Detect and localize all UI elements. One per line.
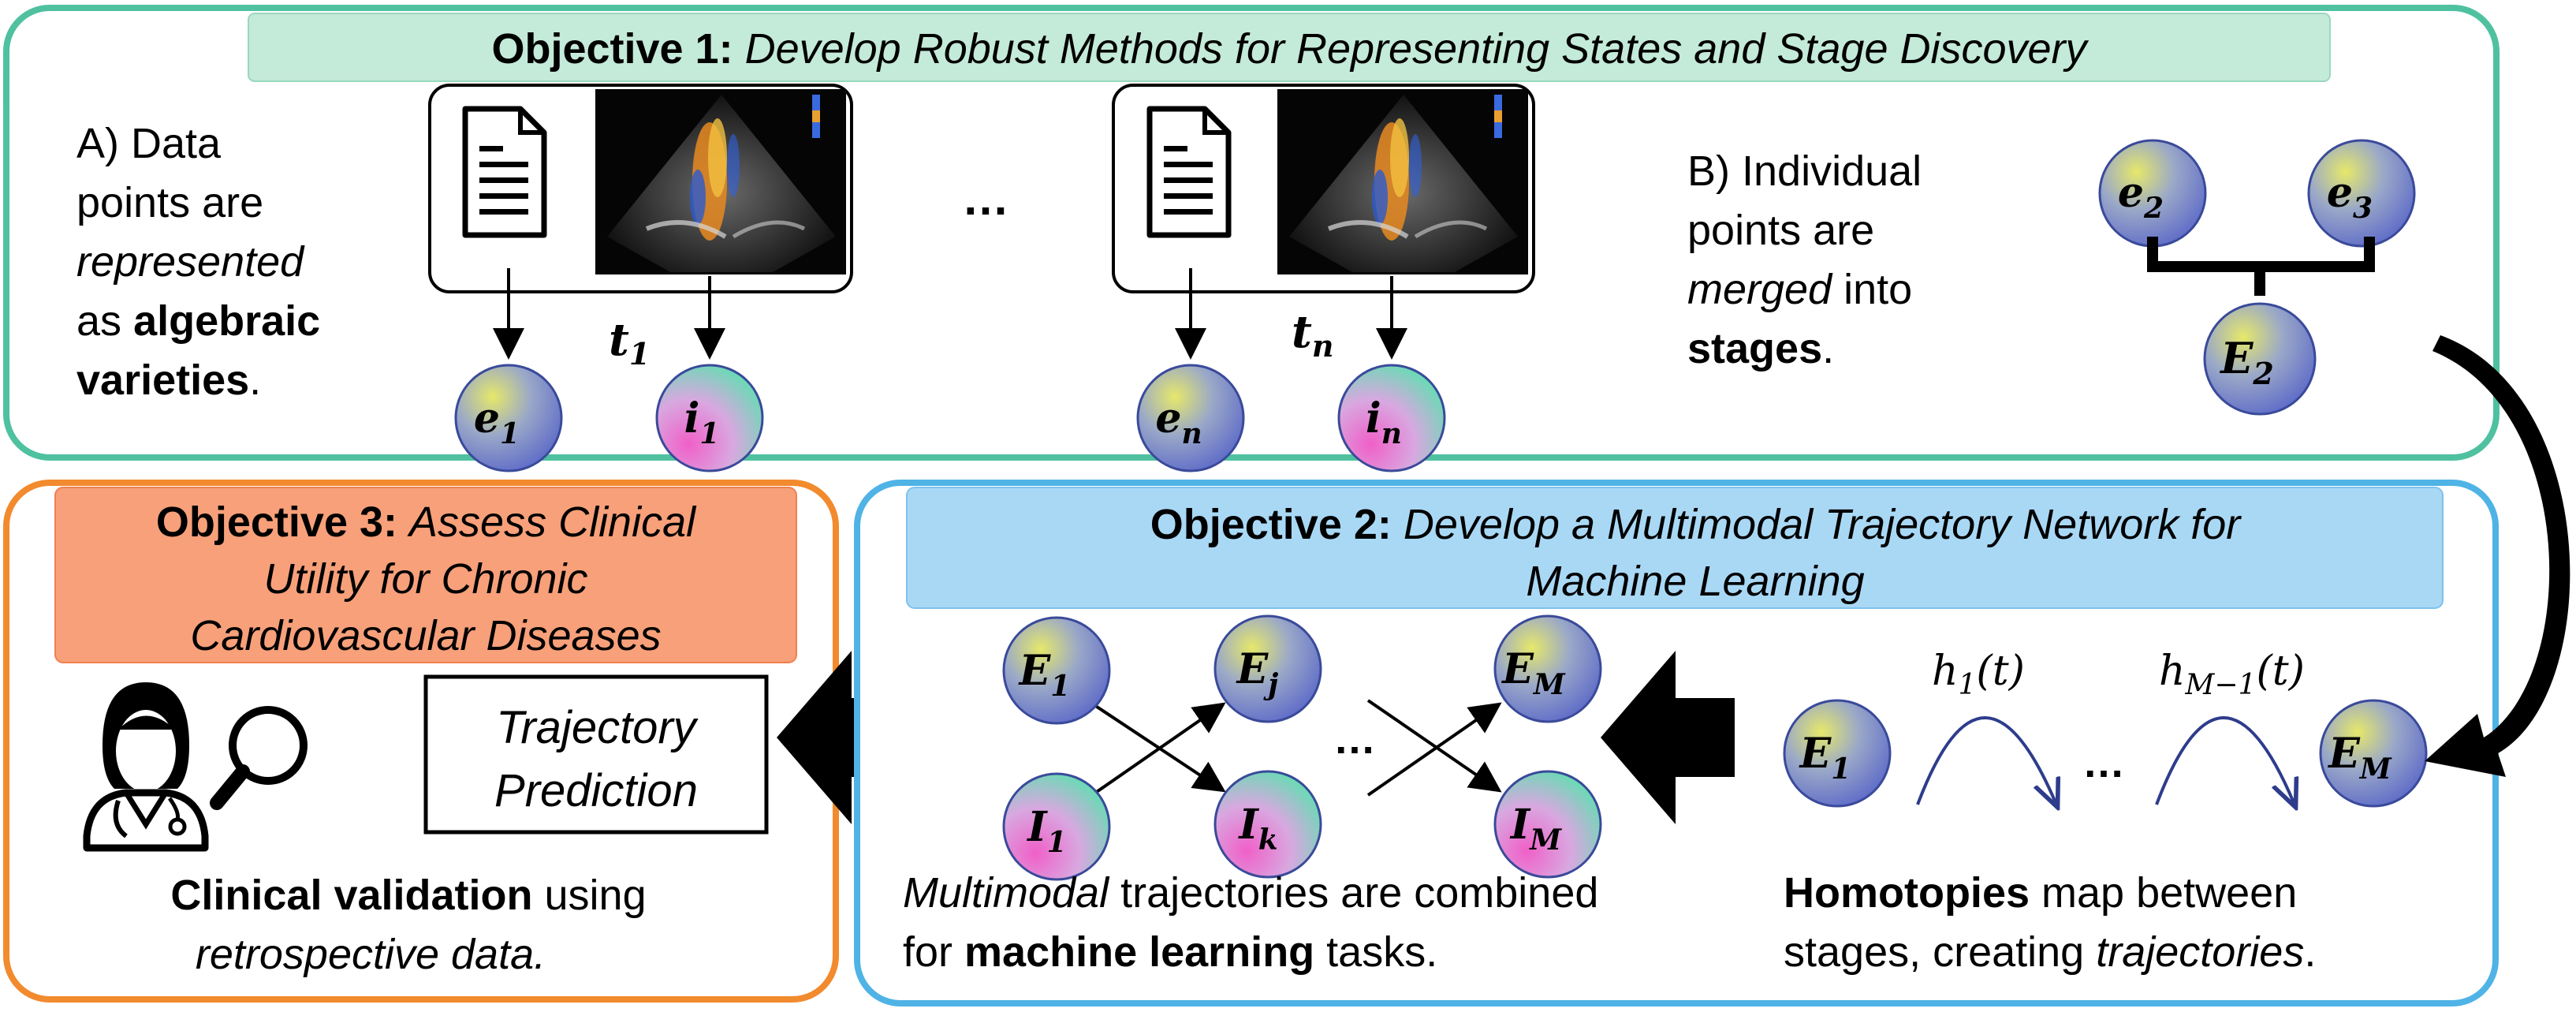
- objective1-text-a: A) Data points are represented as algebr…: [76, 120, 320, 404]
- objective2-caption-right-line1: Homotopies map between: [1784, 869, 2297, 917]
- node-en: en: [1136, 364, 1245, 472]
- objective2-caption-right-line2: stages, creating trajectories.: [1784, 928, 2316, 976]
- trajectory-prediction-box: Trajectory Prediction: [423, 674, 769, 835]
- edge-I1-Ej: [1090, 702, 1226, 797]
- node-in: in: [1337, 364, 1446, 472]
- ellipsis-network: …: [1333, 715, 1376, 763]
- arrow-homotopy-to-network: [1601, 651, 1735, 824]
- objective3-panel: Objective 3: Assess Clinical Utility for…: [3, 480, 839, 1003]
- svg-text:e2: e2: [2118, 169, 2164, 225]
- objective1-title: Objective 1: Develop Robust Methods for …: [491, 25, 2089, 73]
- merge-bracket: [2147, 237, 2375, 296]
- ellipsis-homotopy: …: [2082, 739, 2125, 786]
- document-icon: [462, 106, 547, 238]
- homotopy-curve-1: [1916, 716, 2056, 805]
- objective2-caption-left-line1: Multimodal trajectories are combined: [903, 869, 1598, 917]
- homotopy-curve-2: [2155, 716, 2295, 805]
- svg-text:EM: EM: [2327, 730, 2392, 786]
- svg-text:in: in: [1366, 394, 1402, 450]
- svg-text:points are: points are: [76, 179, 263, 226]
- objective3-caption-line2: retrospective data.: [196, 931, 546, 978]
- doctor-icon: [83, 682, 209, 852]
- objective2-title-line1: Objective 2: Develop a Multimodal Trajec…: [1150, 501, 2242, 548]
- svg-text:I1: I1: [1026, 803, 1066, 859]
- edge-E1-Ik: [1090, 702, 1226, 793]
- svg-text:E1: E1: [1799, 730, 1851, 786]
- ultrasound-image: [1277, 89, 1528, 274]
- svg-text:points are: points are: [1687, 207, 1874, 254]
- node-net-Ej: Ej: [1213, 614, 1322, 723]
- objective1-text-b: B) Individual points are merged into sta…: [1687, 148, 1922, 372]
- svg-text:merged into: merged into: [1687, 266, 1912, 313]
- objective3-title-line2: Utility for Chronic: [263, 555, 587, 603]
- svg-text:varieties.: varieties.: [76, 357, 261, 404]
- objective3-caption-line1: Clinical validation using: [170, 872, 646, 919]
- edge-to-EM: [1366, 702, 1502, 797]
- svg-text:i1: i1: [684, 394, 720, 450]
- time-label-tn: tn: [1292, 306, 1334, 364]
- objective2-panel: Objective 2: Develop a Multimodal Trajec…: [854, 480, 2499, 1006]
- svg-text:Ik: Ik: [1237, 801, 1277, 857]
- svg-text:Ej: Ej: [1236, 645, 1279, 701]
- svg-text:A) Data: A) Data: [76, 120, 222, 167]
- svg-text:as algebraic: as algebraic: [76, 297, 320, 345]
- node-E2: E2: [2203, 302, 2317, 416]
- svg-text:stages.: stages.: [1687, 325, 1834, 372]
- objective2-title-line2: Machine Learning: [1526, 558, 1864, 605]
- homotopy-label-2: hM−1(t): [2159, 648, 2305, 701]
- svg-text:en: en: [1155, 394, 1202, 450]
- node-net-IM: IM: [1493, 770, 1602, 879]
- node-net-E1: E1: [1002, 616, 1111, 725]
- svg-text:E2: E2: [2219, 333, 2274, 391]
- svg-text:represented: represented: [76, 238, 305, 286]
- magnifier-icon: [210, 706, 308, 810]
- node-net-Ik: Ik: [1213, 770, 1322, 879]
- svg-text:B) Individual: B) Individual: [1687, 148, 1922, 195]
- objective2-caption-left-line2: for machine learning tasks.: [903, 928, 1437, 976]
- svg-text:E1: E1: [1018, 647, 1071, 703]
- objective3-title-line3: Cardiovascular Diseases: [190, 612, 661, 659]
- objective1-header: [248, 13, 2331, 82]
- node-i1: i1: [655, 364, 764, 472]
- objective3-title-line1: Objective 3: Assess Clinical: [156, 499, 697, 546]
- svg-text:IM: IM: [1509, 801, 1562, 857]
- node-net-EM: EM: [1493, 614, 1602, 723]
- svg-text:EM: EM: [1500, 645, 1566, 701]
- ellipsis-obj1: …: [962, 172, 1009, 225]
- node-hom-E1: E1: [1783, 699, 1892, 808]
- arrow-obj1-to-obj2: [2425, 335, 2570, 777]
- node-net-I1: I1: [1002, 772, 1111, 881]
- objective3-header: [54, 487, 797, 663]
- svg-text:Prediction: Prediction: [494, 765, 698, 816]
- node-hom-EM: EM: [2319, 699, 2428, 808]
- node-e3: e3: [2307, 139, 2416, 248]
- objective2-header: [906, 487, 2444, 609]
- svg-text:e3: e3: [2327, 169, 2373, 225]
- svg-text:Trajectory: Trajectory: [496, 702, 699, 753]
- edge-to-IM: [1366, 699, 1502, 793]
- arrow-obj2-to-obj3: [777, 651, 915, 824]
- node-e1: e1: [454, 364, 563, 472]
- homotopy-label-1: h1(t): [1932, 648, 2025, 701]
- time-label-t1: t1: [609, 314, 650, 372]
- ultrasound-image: [595, 89, 846, 274]
- document-icon: [1146, 106, 1232, 238]
- node-e2: e2: [2098, 139, 2207, 248]
- svg-text:e1: e1: [474, 394, 520, 450]
- data-point-box-1: [428, 84, 853, 293]
- objective1-panel: Objective 1: Develop Robust Methods for …: [3, 5, 2500, 472]
- data-point-box-n: [1112, 84, 1535, 293]
